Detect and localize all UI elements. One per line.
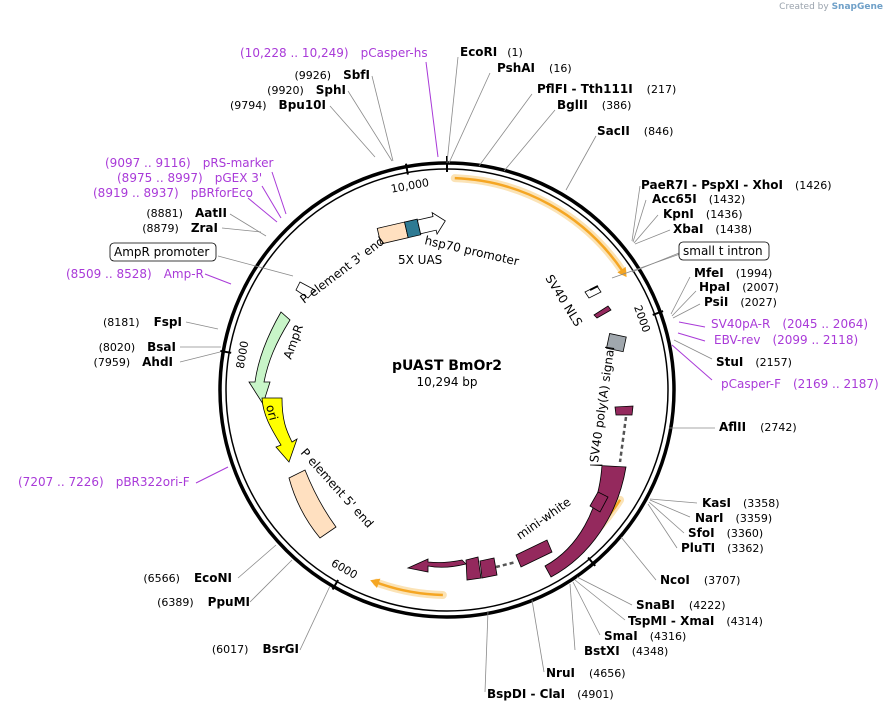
tick-label: 10,000	[390, 176, 430, 196]
small-t-intron-mark	[589, 285, 599, 291]
primer-label[interactable]: EBV-rev(2099 .. 2118)	[714, 333, 858, 347]
enzyme-label[interactable]: (6017)BsrGI	[212, 642, 299, 656]
mini-white-segment-4[interactable]	[479, 557, 498, 579]
enzyme-label[interactable]: Acc65I(1432)	[652, 192, 745, 206]
mini-white-segment-6[interactable]	[614, 405, 634, 416]
primer-label[interactable]: (8919 .. 8937)pBRforEco	[93, 186, 253, 200]
enzyme-label[interactable]: StuI(2157)	[716, 355, 792, 369]
primer-labels: (10,228 .. 10,249)pCasper-hs (9097 .. 91…	[18, 46, 879, 489]
mini-white-segment-5[interactable]	[465, 556, 482, 581]
enzyme-label[interactable]: HpaI(2007)	[699, 280, 779, 294]
orf-arrow-top[interactable]	[454, 176, 624, 273]
enzyme-label[interactable]: (6389)PpuMI	[157, 595, 250, 609]
sv40-nls-arrow[interactable]	[593, 305, 612, 319]
enzyme-label[interactable]: (8020)BsaI	[99, 340, 176, 354]
tick-mark	[404, 163, 409, 175]
enzyme-label[interactable]: (8181)FspI	[103, 315, 182, 329]
sv40-polya-label: SV40 poly(A) signal	[587, 345, 617, 463]
hsp70-promoter-arrow[interactable]	[416, 210, 448, 238]
enzyme-label[interactable]: PaeR7I - PspXI - XhoI(1426)	[641, 178, 832, 192]
mini-white-label: mini-white	[514, 495, 574, 543]
small-t-intron-label: small t intron	[683, 244, 763, 258]
uas-label: 5X UAS	[398, 253, 442, 267]
ori-label: ori	[263, 403, 281, 422]
mini-white-segment-1[interactable]	[544, 464, 627, 578]
orf-arrow-bottom-head	[370, 578, 381, 588]
mini-white-intron-2	[495, 560, 517, 569]
enzyme-label[interactable]: (6566)EcoNI	[143, 571, 232, 585]
ampr-promoter-boxed-label[interactable]: AmpR promoter	[109, 242, 217, 262]
enzyme-label[interactable]: XbaI(1438)	[673, 222, 752, 236]
enzyme-label[interactable]: (7959)AhdI	[94, 355, 173, 369]
orf-arrow-bottom[interactable]	[376, 581, 443, 597]
tick-mark	[331, 579, 339, 591]
primer-label[interactable]: pCasper-F(2169 .. 2187)	[721, 377, 879, 391]
enzyme-label[interactable]: (9926)SbfI	[295, 68, 371, 82]
plasmid-name: pUAST BmOr2	[392, 358, 502, 374]
ampr-arrow[interactable]	[248, 311, 291, 405]
enzyme-label[interactable]: PsiI(2027)	[704, 295, 777, 309]
tick-mark	[220, 349, 232, 354]
primer-label[interactable]: SV40pA-R(2045 .. 2064)	[711, 317, 868, 331]
mini-white-segment-3[interactable]	[515, 539, 553, 568]
enzyme-label[interactable]: AflII(2742)	[719, 420, 797, 434]
enzyme-label[interactable]: EcoRI(1)	[460, 45, 523, 59]
snapgene-brand: SnapGene	[831, 2, 883, 12]
enzyme-label[interactable]: (8879)ZraI	[142, 221, 218, 235]
p-element-5-box[interactable]	[288, 469, 337, 539]
enzyme-label[interactable]: SnaBI(4222)	[636, 598, 725, 612]
primer-label[interactable]: (7207 .. 7226)pBR322ori-F	[18, 475, 190, 489]
enzyme-label[interactable]: MfeI(1994)	[694, 266, 772, 280]
enzyme-label[interactable]: BglII(386)	[557, 98, 631, 112]
enzyme-label[interactable]: BstXI(4348)	[584, 644, 668, 658]
enzyme-label[interactable]: KasI(3358)	[702, 496, 780, 510]
enzyme-label[interactable]: NruI(4656)	[546, 666, 626, 680]
tick-mark	[587, 556, 596, 567]
tick-label: 8000	[234, 340, 252, 370]
primer-label[interactable]: (8975 .. 8997)pGEX 3'	[117, 171, 262, 185]
enzyme-label[interactable]: PshAI(16)	[497, 61, 572, 75]
primer-leaders	[195, 61, 713, 484]
p-element-3-cluster	[376, 210, 448, 245]
enzyme-label[interactable]: SacII(846)	[597, 124, 673, 138]
mini-white-intron-1	[618, 416, 628, 463]
enzyme-label[interactable]: KpnI(1436)	[663, 207, 742, 221]
mini-white-segment-2[interactable]	[589, 491, 609, 513]
tick-mark	[652, 310, 664, 316]
enzyme-label[interactable]: (9920)SphI	[267, 83, 346, 97]
primer-label[interactable]: (8509 .. 8528)Amp-R	[66, 267, 204, 281]
enzyme-label[interactable]: SfoI(3360)	[688, 526, 763, 540]
ampr-promoter-arrow[interactable]	[295, 281, 316, 299]
enzyme-label[interactable]: TspMI - XmaI(4314)	[628, 614, 763, 628]
ori-arrow[interactable]	[261, 397, 298, 463]
enzyme-label[interactable]: SmaI(4316)	[604, 629, 686, 643]
enzyme-label[interactable]: PluTI(3362)	[681, 541, 764, 555]
enzyme-label[interactable]: NcoI(3707)	[660, 573, 740, 587]
enzyme-leaders	[179, 56, 715, 693]
orf-arrow-top-head	[617, 266, 627, 278]
primer-label[interactable]: (10,228 .. 10,249)pCasper-hs	[240, 46, 428, 60]
snapgene-credit: Created by SnapGene	[779, 2, 883, 12]
small-t-intron-boxed-label[interactable]: small t intron	[678, 241, 770, 261]
tick-label: 6000	[329, 557, 360, 582]
enzyme-label[interactable]: NarI(3359)	[695, 511, 772, 525]
primer-label[interactable]: (9097 .. 9116)pRS-marker	[105, 156, 273, 170]
mini-white-arrow[interactable]	[406, 558, 467, 573]
sv40-polya-box[interactable]	[606, 333, 627, 353]
enzyme-label[interactable]: BspDI - ClaI(4901)	[487, 687, 614, 701]
enzyme-label[interactable]: (9794)Bpu10I	[230, 98, 326, 112]
enzyme-label[interactable]: PflFI - Tth111I(217)	[537, 82, 676, 96]
tick-label: 2000	[631, 303, 653, 334]
sv40-nls-label: SV40 NLS	[542, 272, 585, 329]
p-element-3-label: P element 3' end	[297, 234, 387, 306]
plasmid-size: 10,294 bp	[416, 375, 477, 389]
ampr-promoter-label: AmpR promoter	[114, 245, 209, 259]
enzyme-label[interactable]: (8881)AatII	[146, 206, 227, 220]
enzyme-labels: EcoRI(1) PshAI(16) PflFI - Tth111I(217) …	[94, 45, 832, 701]
features	[248, 210, 634, 581]
orf-arrow-bottom-glow	[372, 578, 447, 599]
